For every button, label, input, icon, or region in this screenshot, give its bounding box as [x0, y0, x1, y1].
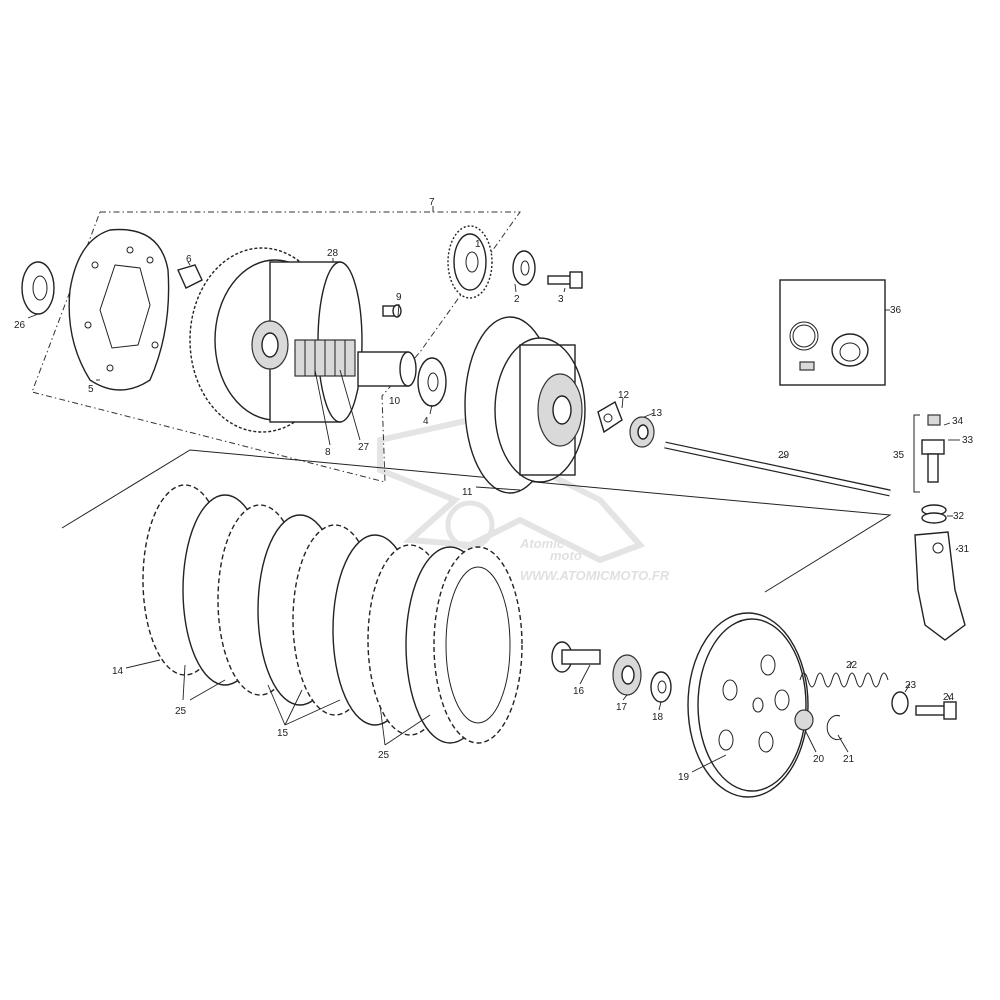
- washer-2: [512, 250, 536, 286]
- pressure-plate-19: [687, 612, 809, 798]
- callout-2: 2: [514, 294, 520, 305]
- bearing-17: [612, 654, 642, 696]
- pressure-pin-16: [551, 641, 601, 673]
- callout-35: 35: [893, 450, 905, 461]
- callout-19: 19: [678, 772, 690, 783]
- callout-20: 20: [813, 754, 825, 765]
- assembly-frame-7: [31, 211, 521, 483]
- callout-22: 22: [846, 660, 858, 671]
- circlip-21: [826, 715, 843, 740]
- callout-16: 16: [573, 686, 585, 697]
- release-pin-35: [921, 414, 945, 483]
- callout-25a: 25: [175, 706, 187, 717]
- callout-26: 26: [14, 320, 26, 331]
- callout-29: 29: [778, 450, 790, 461]
- callout-6: 6: [186, 254, 192, 265]
- spring-22: [799, 672, 889, 688]
- spacer-6: [177, 264, 203, 289]
- callout-9: 9: [396, 292, 402, 303]
- watermark-url: WWW.ATOMICMOTO.FR: [520, 568, 670, 583]
- callout-18: 18: [652, 712, 664, 723]
- callout-12: 12: [618, 390, 630, 401]
- callout-23: 23: [905, 680, 917, 691]
- callout-25b: 25: [378, 750, 390, 761]
- callout-33: 33: [962, 435, 974, 446]
- washer-23: [891, 691, 909, 715]
- watermark-sub: moto: [550, 548, 582, 563]
- release-lever-31: [914, 531, 966, 641]
- callout-17: 17: [616, 702, 628, 713]
- callout-1: 1: [475, 239, 481, 250]
- bushing-10: [357, 351, 417, 387]
- needle-bearing-8: [294, 339, 356, 377]
- bolt-3: [547, 271, 583, 289]
- callout-24: 24: [943, 692, 955, 703]
- plate-5: [68, 228, 170, 391]
- callout-28: 28: [327, 248, 339, 259]
- nut-13: [629, 416, 655, 448]
- callout-36: 36: [890, 305, 902, 316]
- washer-18: [650, 671, 672, 703]
- callout-10: 10: [389, 396, 401, 407]
- watermark-brand: Atomic: [519, 536, 565, 551]
- clutch-plate-stack: [142, 484, 523, 744]
- callout-3: 3: [558, 294, 564, 305]
- callout-7: 7: [429, 197, 435, 208]
- callout-21: 21: [843, 754, 855, 765]
- seal-kit-36: [779, 279, 886, 386]
- push-rod-29: [664, 441, 891, 497]
- inner-hub-11: [464, 316, 586, 494]
- washer-4: [417, 357, 447, 407]
- o-ring-32: [921, 504, 947, 524]
- bracket-35: [913, 414, 920, 493]
- callout-5: 5: [88, 384, 94, 395]
- callout-31: 31: [958, 544, 970, 555]
- callout-labels: 1 2 3 4 5 6 7 8 9 10 11 12 13 14 15 16 1…: [14, 197, 974, 783]
- callout-4: 4: [423, 416, 429, 427]
- callout-14: 14: [112, 666, 124, 677]
- callout-34: 34: [952, 416, 964, 427]
- callout-27: 27: [358, 442, 370, 453]
- callout-13: 13: [651, 408, 663, 419]
- leader-lines: [27, 258, 960, 773]
- bolt-24: [915, 701, 957, 720]
- callout-11: 11: [462, 487, 473, 498]
- callout-8: 8: [325, 447, 331, 458]
- callout-32: 32: [953, 511, 965, 522]
- callout-15: 15: [277, 728, 289, 739]
- gear-1: [447, 225, 493, 299]
- washer-26: [21, 261, 55, 315]
- part-12: [597, 400, 623, 434]
- washer-20: [794, 709, 814, 731]
